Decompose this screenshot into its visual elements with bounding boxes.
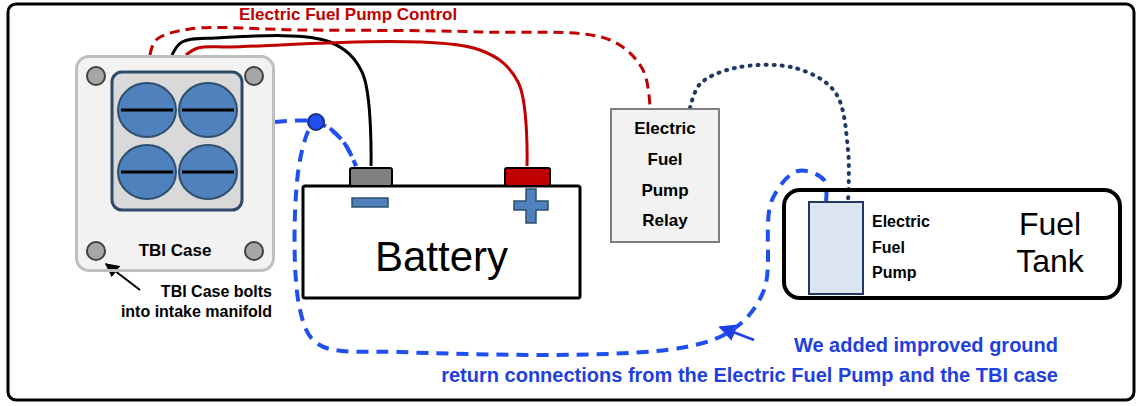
- throttle-body: [112, 72, 242, 210]
- tbi-case-fill: [77, 57, 273, 270]
- throttle-plate: [121, 109, 173, 112]
- signal-label: Electric Fuel Pump Control: [236, 6, 460, 25]
- positive-terminal: [505, 168, 550, 186]
- bolt: [245, 67, 263, 85]
- pump-control-wire: [150, 27, 650, 108]
- ground-wire: [295, 122, 827, 355]
- minus-sign: [352, 198, 388, 207]
- frame: [8, 4, 1134, 400]
- battery: Battery: [303, 166, 580, 298]
- mounting-bolts: [87, 67, 263, 260]
- throttle-plate: [182, 171, 234, 174]
- component-label: Electric Fuel Pump Relay: [627, 114, 703, 236]
- component-label: Electric Fuel Pump: [872, 209, 944, 286]
- plus-sign: [514, 189, 548, 223]
- throttle-bore: [179, 83, 237, 137]
- callout-note: TBI Case bolts into intake manifold: [112, 282, 272, 322]
- bolt: [245, 242, 263, 260]
- throttle-bore: [118, 83, 176, 137]
- negative-terminal: [350, 168, 392, 186]
- bolt: [87, 242, 105, 260]
- positive-wire: [186, 42, 527, 166]
- throttle-bores: [118, 83, 237, 199]
- ground-junction: [308, 114, 324, 130]
- leader-arrow: [106, 264, 140, 290]
- throttle-bore: [118, 145, 176, 199]
- annotation-note: We added improved ground return connecti…: [433, 330, 1058, 390]
- bolt: [87, 67, 105, 85]
- relay-box: Electric Fuel Pump Relay: [610, 108, 720, 243]
- throttle-plate: [182, 109, 234, 112]
- fuel-tank: Electric Fuel Pump Fuel Tank: [782, 188, 1122, 300]
- tbi-case: TBI Case: [75, 55, 275, 272]
- fuel-pump: Electric Fuel Pump: [808, 201, 864, 295]
- component-label: TBI Case: [78, 241, 272, 261]
- component-label: Battery: [303, 230, 580, 285]
- throttle-bore: [179, 145, 237, 199]
- throttle-plate: [121, 171, 173, 174]
- battery-body: [303, 186, 580, 298]
- component-label: Fuel Tank: [990, 206, 1110, 280]
